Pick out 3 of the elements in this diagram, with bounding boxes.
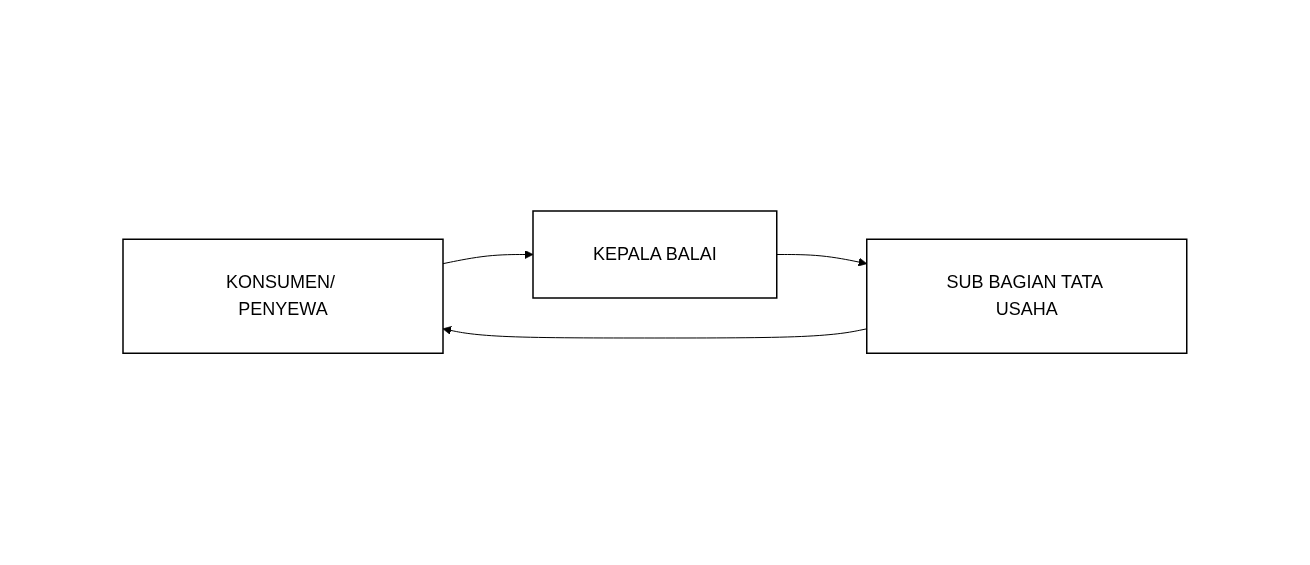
- node-box: SUB BAGIAN TATA USAHA: [866, 238, 1188, 355]
- node-box: KONSUMEN/ PENYEWA: [122, 238, 444, 355]
- node-box: KEPALA BALAI: [532, 210, 778, 300]
